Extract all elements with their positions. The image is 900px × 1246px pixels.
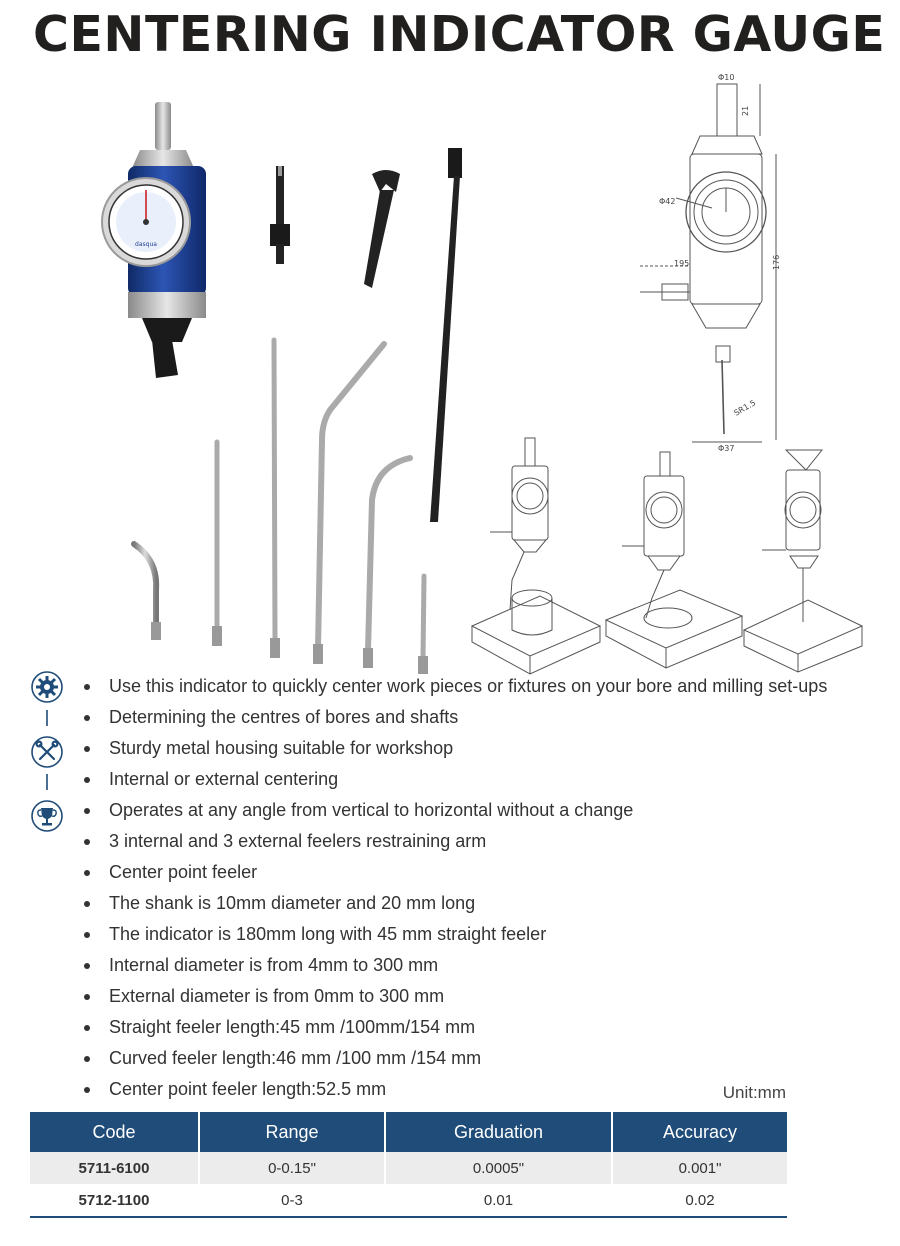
bullet-icon xyxy=(84,901,90,907)
feature-item: 3 internal and 3 external feelers restra… xyxy=(82,826,827,857)
table-header-row: Code Range Graduation Accuracy xyxy=(30,1112,787,1152)
feature-item: Internal or external centering xyxy=(82,764,827,795)
usage-diagram-internal xyxy=(470,437,602,675)
feature-item: Internal diameter is from 4mm to 300 mm xyxy=(82,950,827,981)
column-header-graduation: Graduation xyxy=(385,1112,613,1152)
feature-item: Straight feeler length:45 mm /100mm/154 … xyxy=(82,1012,827,1043)
dim-base-label: Φ37 xyxy=(718,444,734,453)
feature-item: The shank is 10mm diameter and 20 mm lon… xyxy=(82,888,827,919)
usage-diagram-bore xyxy=(604,451,744,669)
bullet-icon xyxy=(84,839,90,845)
bullet-icon xyxy=(84,1025,90,1031)
feature-item: External diameter is from 0mm to 300 mm xyxy=(82,981,827,1012)
feelers xyxy=(131,337,428,674)
cell-range: 0-3 xyxy=(199,1184,386,1218)
cell-accuracy: 0.001" xyxy=(612,1152,787,1184)
cell-accuracy: 0.02 xyxy=(612,1184,787,1218)
cell-range: 0-0.15" xyxy=(199,1152,386,1184)
table-row: 5711-6100 0-0.15" 0.0005" 0.001" xyxy=(30,1152,787,1184)
bullet-icon xyxy=(84,932,90,938)
dim-shank-length-label: 21 xyxy=(741,106,750,116)
dim-dial-label: Φ42 xyxy=(659,197,675,206)
feature-item: Operates at any angle from vertical to h… xyxy=(82,795,827,826)
bullet-icon xyxy=(84,963,90,969)
feature-item: Sturdy metal housing suitable for worksh… xyxy=(82,733,827,764)
bullet-icon xyxy=(84,1087,90,1093)
bullet-icon xyxy=(84,746,90,752)
extension-rod xyxy=(430,148,462,522)
usage-diagram-center-point xyxy=(742,449,864,673)
bullet-icon xyxy=(84,870,90,876)
bullet-icon xyxy=(84,684,90,690)
feature-item: Center point feeler xyxy=(82,857,827,888)
wrench xyxy=(364,170,400,288)
bullet-icon xyxy=(84,715,90,721)
cell-graduation: 0.0005" xyxy=(385,1152,613,1184)
feature-item: The indicator is 180mm long with 45 mm s… xyxy=(82,919,827,950)
dim-ball-label: SR1.5 xyxy=(733,398,758,417)
cell-code: 5711-6100 xyxy=(30,1152,200,1184)
technical-drawing xyxy=(640,83,777,443)
feature-item: Center point feeler length:52.5 mm xyxy=(82,1074,827,1105)
feature-list: Use this indicator to quickly center wor… xyxy=(82,671,827,1105)
feature-item: Curved feeler length:46 mm /100 mm /154 … xyxy=(82,1043,827,1074)
feature-item: Determining the centres of bores and sha… xyxy=(82,702,827,733)
cell-code: 5712-1100 xyxy=(30,1184,200,1218)
feature-icon-column xyxy=(30,670,64,840)
product-illustration: dasqua xyxy=(101,73,864,675)
bullet-icon xyxy=(84,994,90,1000)
dim-shank-label: Φ10 xyxy=(718,73,734,82)
unit-label: Unit:mm xyxy=(722,1083,786,1102)
gauge-photo: dasqua xyxy=(101,102,206,378)
table-row: 5712-1100 0-3 0.01 0.02 xyxy=(30,1184,787,1218)
svg-text:dasqua: dasqua xyxy=(135,241,157,248)
cell-graduation: 0.01 xyxy=(385,1184,613,1218)
column-header-code: Code xyxy=(30,1112,200,1152)
tools-icon xyxy=(31,736,63,768)
dim-height-label: 176 xyxy=(772,255,781,270)
trophy-icon xyxy=(31,800,63,832)
short-probe xyxy=(270,166,290,264)
feature-item: Use this indicator to quickly center wor… xyxy=(82,671,827,702)
bullet-icon xyxy=(84,1056,90,1062)
column-header-range: Range xyxy=(199,1112,386,1152)
page-title: CENTERING INDICATOR GAUGE xyxy=(33,6,886,63)
gear-icon xyxy=(31,671,63,703)
spec-table: Code Range Graduation Accuracy 5711-6100… xyxy=(30,1112,787,1218)
dim-side-label: 195 xyxy=(674,259,689,268)
bullet-icon xyxy=(84,808,90,814)
bullet-icon xyxy=(84,777,90,783)
column-header-accuracy: Accuracy xyxy=(612,1112,787,1152)
